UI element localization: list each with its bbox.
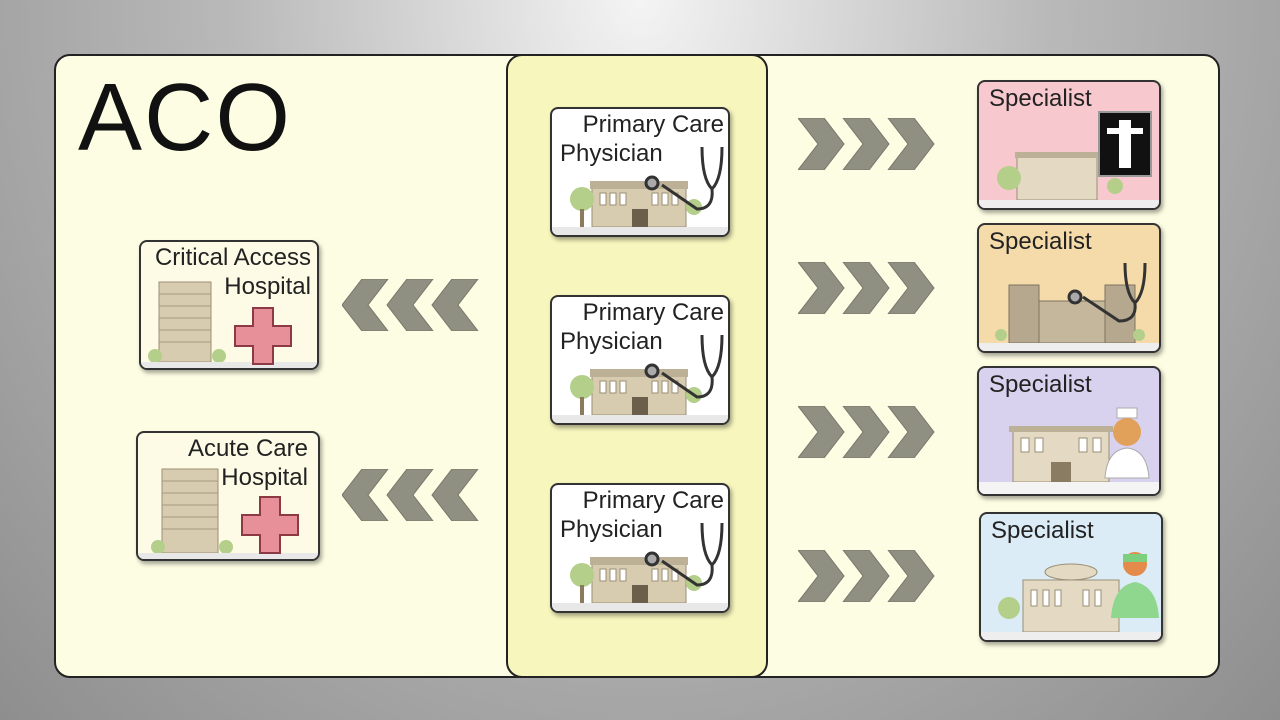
acute-care-hospital-card: Acute Care Hospital — [136, 431, 320, 561]
surgeon-icon — [1111, 552, 1159, 618]
nurse-icon — [1104, 407, 1150, 479]
hospital-label-line1: Acute Care — [187, 435, 308, 462]
primary-care-label-line2: Physician — [560, 515, 663, 543]
primary-care-label-line1: Primary Care — [582, 111, 724, 138]
stethoscope-icon — [644, 146, 724, 211]
clinic-building-icon — [552, 146, 728, 235]
primary-care-card-2: Primary Care Physician — [550, 295, 730, 425]
aco-title: ACO — [78, 64, 293, 171]
specialist-card-3: Specialist — [977, 366, 1161, 496]
medical-cross-icon — [234, 307, 292, 365]
specialist-label: Specialist — [989, 371, 1092, 398]
clinic-building-icon — [552, 522, 728, 611]
primary-care-label-line1: Primary Care — [582, 299, 724, 326]
primary-care-label-line2: Physician — [560, 327, 663, 355]
hospital-label-line2: Hospital — [224, 272, 311, 300]
primary-care-label-line2: Physician — [560, 139, 663, 167]
specialist-label: Specialist — [989, 85, 1092, 112]
stethoscope-icon — [1067, 262, 1147, 323]
critical-access-hospital-card: Critical Access Hospital — [139, 240, 319, 370]
arrows-to-specialist-4 — [798, 550, 935, 602]
clinic-building-icon — [552, 334, 728, 423]
hospital-tower-icon — [141, 281, 317, 368]
arrows-to-acute-care-hospital — [342, 469, 479, 521]
hospital-label-line2: Hospital — [221, 463, 308, 491]
arrows-to-specialist-3 — [798, 406, 935, 458]
specialist-card-4: Specialist — [979, 512, 1163, 642]
medical-cross-icon — [241, 496, 299, 554]
specialist-card-1: Specialist — [977, 80, 1161, 210]
primary-care-card-1: Primary Care Physician — [550, 107, 730, 237]
stethoscope-icon — [644, 522, 724, 587]
xray-icon — [1098, 111, 1152, 177]
specialist-label: Specialist — [991, 517, 1094, 544]
arrows-to-critical-access-hospital — [342, 279, 479, 331]
primary-care-label-line1: Primary Care — [582, 487, 724, 514]
hospital-tower-icon — [138, 468, 318, 559]
arrows-to-specialist-2 — [798, 262, 935, 314]
stethoscope-icon — [644, 334, 724, 399]
arrows-to-specialist-1 — [798, 118, 935, 170]
hospital-label-line1: Critical Access — [154, 244, 311, 271]
primary-care-card-3: Primary Care Physician — [550, 483, 730, 613]
specialist-card-2: Specialist — [977, 223, 1161, 353]
specialist-label: Specialist — [989, 228, 1092, 255]
